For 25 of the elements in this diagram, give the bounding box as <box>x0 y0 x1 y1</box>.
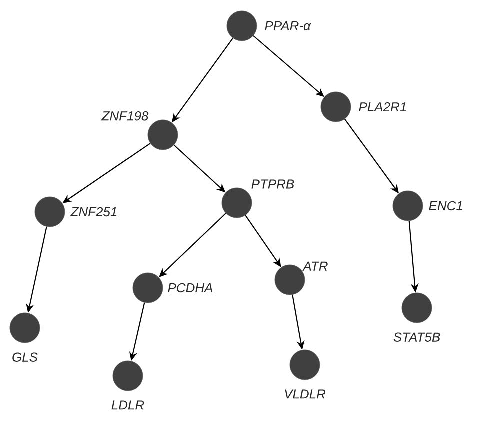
node-label: PCDHA <box>168 283 213 293</box>
gene-node: ENC1 <box>392 190 462 222</box>
gene-node: GLS <box>10 312 40 362</box>
gene-node: PLA2R1 <box>320 92 406 122</box>
node-label: GLS <box>12 352 38 362</box>
node-label: ENC1 <box>429 201 462 211</box>
node-label: ZNF198 <box>102 112 149 121</box>
node-label: LDLR <box>112 400 144 410</box>
gene-node: PCDHA <box>132 272 213 304</box>
node-label: PTPRB <box>252 180 294 189</box>
gene-node: STAT5B <box>394 292 440 342</box>
node-label: VLDLR <box>285 390 326 399</box>
node-label: ATR <box>302 262 328 271</box>
gene-node: ATR <box>274 262 328 296</box>
node-label: PLA2R1 <box>359 102 406 112</box>
gene-node: ZNF198 <box>102 112 178 150</box>
node-label: PPAR-α <box>265 21 312 31</box>
gene-node: PTPRB <box>222 180 294 218</box>
node-label: STAT5B <box>394 332 440 342</box>
gene-node: PPAR-α <box>226 10 312 42</box>
gene-node: ZNF251 <box>34 196 117 228</box>
gene-node: LDLR <box>112 360 144 410</box>
node-label: ZNF251 <box>70 207 117 217</box>
gene-node: VLDLR <box>285 350 326 399</box>
arrow <box>159 213 226 278</box>
